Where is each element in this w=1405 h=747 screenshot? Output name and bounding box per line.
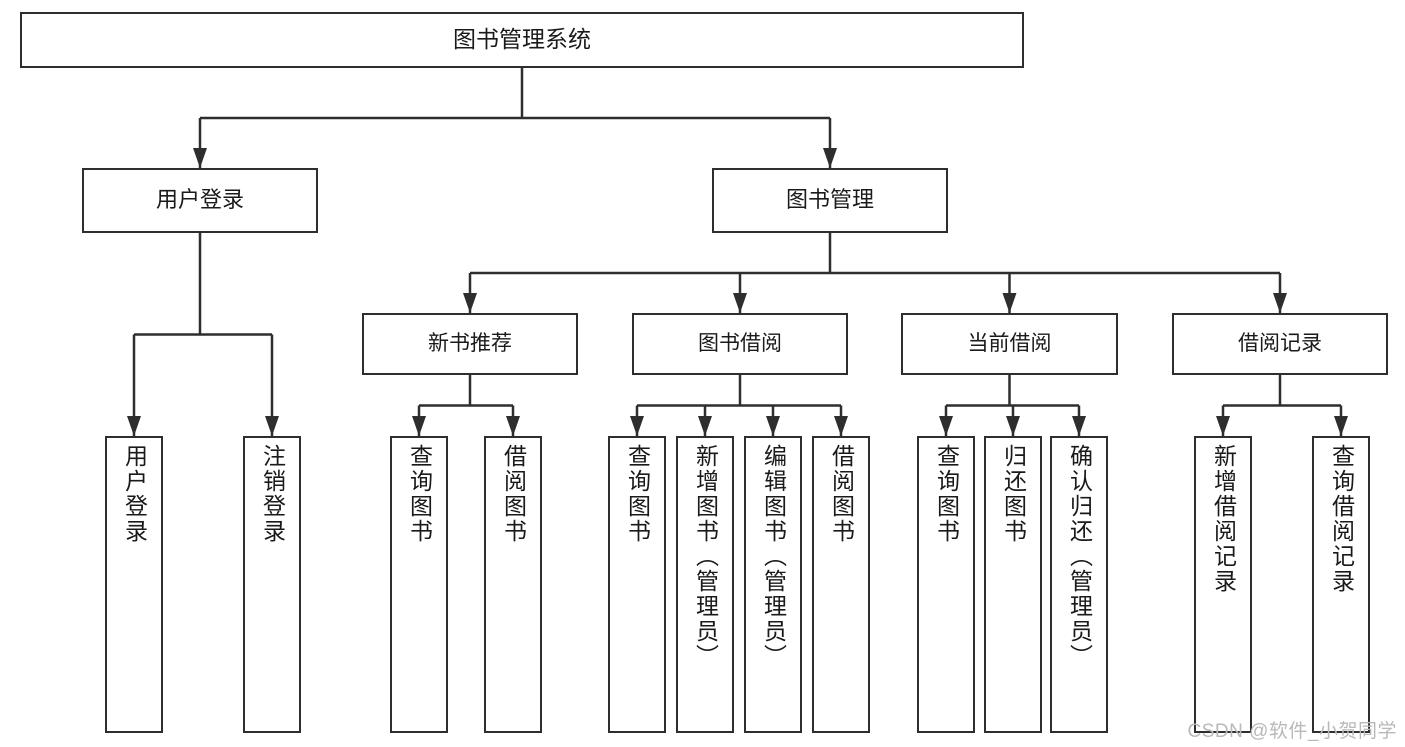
- node-label: 图书借阅: [698, 332, 782, 356]
- node-l_return[interactable]: 归还图书: [984, 436, 1042, 733]
- node-label: 图书管理系统: [453, 26, 591, 53]
- node-label: 新增借阅记录: [1210, 444, 1237, 594]
- node-l_bbook2[interactable]: 借阅图书: [812, 436, 870, 733]
- node-label: 新增图书（管理员）: [692, 444, 719, 669]
- node-l_editbook[interactable]: 编辑图书（管理员）: [744, 436, 802, 733]
- node-l_qrec[interactable]: 查询借阅记录: [1312, 436, 1370, 733]
- node-login[interactable]: 用户登录: [82, 168, 318, 233]
- node-label: 确认归还（管理员）: [1066, 444, 1093, 669]
- node-label: 归还图书: [1000, 444, 1027, 544]
- node-l_logout[interactable]: 注销登录: [243, 436, 301, 733]
- node-records[interactable]: 借阅记录: [1172, 313, 1388, 375]
- node-label: 用户登录: [121, 444, 148, 544]
- node-label: 查询图书: [406, 444, 433, 544]
- node-l_addrec[interactable]: 新增借阅记录: [1194, 436, 1252, 733]
- node-current[interactable]: 当前借阅: [901, 313, 1118, 375]
- node-borrow[interactable]: 图书借阅: [632, 313, 848, 375]
- node-l_qbook2[interactable]: 查询图书: [608, 436, 666, 733]
- node-label: 借阅图书: [828, 444, 855, 544]
- node-label: 借阅记录: [1238, 332, 1322, 356]
- node-label: 用户登录: [155, 187, 244, 213]
- node-l_qbook1[interactable]: 查询图书: [390, 436, 448, 733]
- node-label: 编辑图书（管理员）: [760, 444, 787, 669]
- node-newrec[interactable]: 新书推荐: [362, 313, 578, 375]
- node-label: 当前借阅: [967, 332, 1052, 356]
- node-label: 图书管理: [785, 187, 874, 213]
- node-l_addbook[interactable]: 新增图书（管理员）: [676, 436, 734, 733]
- node-label: 查询图书: [624, 444, 651, 544]
- node-l_bbook1[interactable]: 借阅图书: [484, 436, 542, 733]
- node-l_qbook3[interactable]: 查询图书: [917, 436, 975, 733]
- node-label: 新书推荐: [428, 332, 512, 356]
- node-l_login[interactable]: 用户登录: [105, 436, 163, 733]
- node-label: 查询图书: [933, 444, 960, 544]
- node-bookmgmt[interactable]: 图书管理: [712, 168, 948, 233]
- node-label: 借阅图书: [500, 444, 527, 544]
- watermark: CSDN @软件_小贺同学: [1187, 721, 1397, 742]
- node-root[interactable]: 图书管理系统: [20, 12, 1024, 68]
- node-l_confirm[interactable]: 确认归还（管理员）: [1050, 436, 1108, 733]
- node-label: 查询借阅记录: [1328, 444, 1355, 594]
- node-label: 注销登录: [259, 444, 286, 544]
